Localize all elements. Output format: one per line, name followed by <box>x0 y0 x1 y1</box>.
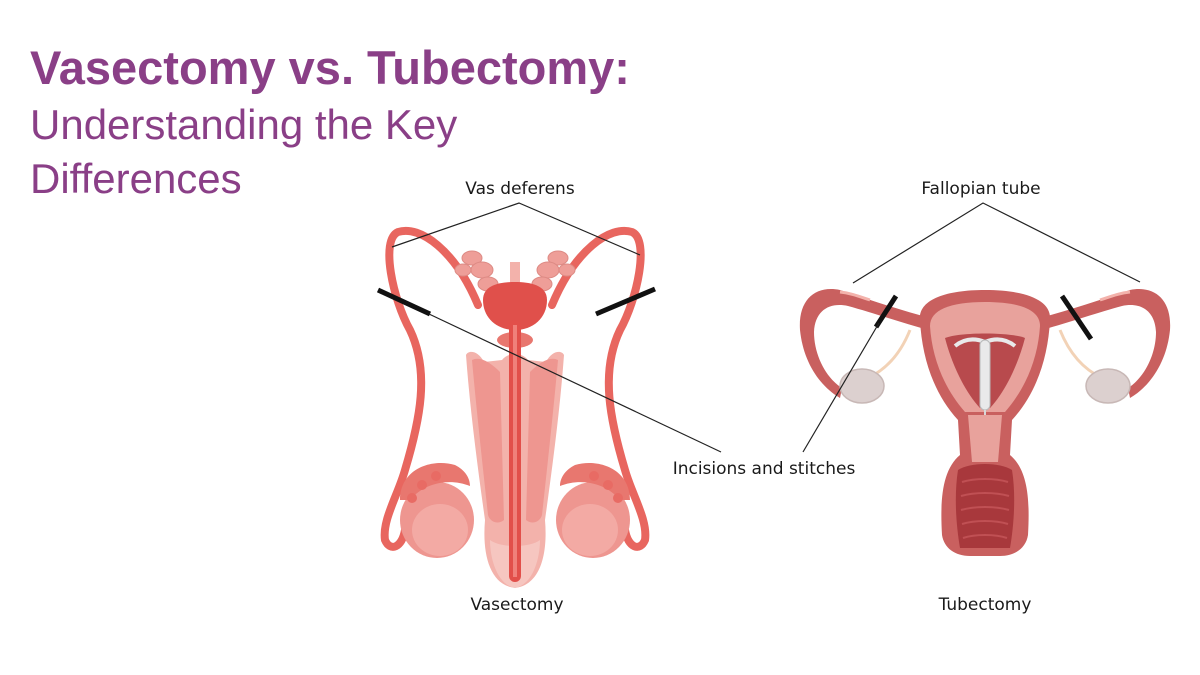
female-anatomy <box>799 289 1171 556</box>
tubectomy-incision-right <box>1059 294 1094 341</box>
urethra-lumen <box>513 325 517 577</box>
testis-right <box>556 463 630 558</box>
label-vasectomy: Vasectomy <box>470 595 563 615</box>
vasectomy-incision-right <box>595 286 656 317</box>
leader-lines <box>391 202 1141 453</box>
fallopian-tube-right <box>1040 289 1171 398</box>
vasectomy-incision-left <box>376 287 432 317</box>
tubectomy-incision-left <box>873 294 899 329</box>
label-incisions: Incisions and stitches <box>673 459 856 479</box>
page-subtitle: Understanding the Key Differences <box>30 101 458 202</box>
testis-left <box>400 463 474 558</box>
cervical-canal <box>968 415 1002 462</box>
prostate <box>483 282 547 330</box>
iud <box>953 337 1017 428</box>
title-block: Vasectomy vs. Tubectomy: Understanding t… <box>30 38 630 206</box>
corpus-cavernosum-right <box>526 358 558 523</box>
vas-deferens-left <box>380 226 482 551</box>
ovary-right <box>1085 368 1131 404</box>
corpus-cavernosum-left <box>472 358 504 523</box>
label-tubectomy: Tubectomy <box>938 595 1032 615</box>
urethra-top <box>510 262 520 294</box>
male-anatomy <box>376 226 656 588</box>
ovary-left <box>839 368 885 404</box>
fallopian-tube-left <box>799 289 930 398</box>
vas-deferens-right <box>548 226 650 551</box>
label-fallopian-tube: Fallopian tube <box>921 179 1040 199</box>
label-vas-deferens: Vas deferens <box>465 179 575 199</box>
page-title: Vasectomy vs. Tubectomy: <box>30 41 630 94</box>
